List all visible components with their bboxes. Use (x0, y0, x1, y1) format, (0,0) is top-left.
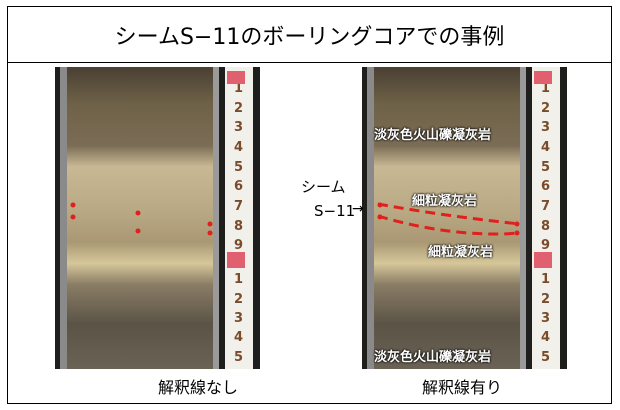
label-fine-tuff-upper: 細粒凝灰岩 (412, 194, 478, 209)
svg-text:2: 2 (541, 101, 550, 116)
caption-left: 解釈線なし (157, 378, 238, 397)
svg-text:4: 4 (234, 330, 243, 345)
core-photo-right: 1 2 3 4 5 6 7 8 9 1 2 3 4 5 淡灰色火山礫凝灰岩 細粒凝灰岩 細粒凝… (362, 67, 567, 369)
svg-text:8: 8 (234, 219, 243, 234)
svg-text:4: 4 (541, 330, 550, 345)
label-fine-tuff-lower: 細粒凝灰岩 (428, 245, 494, 260)
seam-label-line1: シーム (301, 178, 346, 196)
svg-text:3: 3 (541, 311, 550, 326)
svg-text:2: 2 (541, 292, 550, 307)
interpretation-line-upper (377, 202, 521, 226)
svg-text:5: 5 (541, 350, 550, 365)
svg-text:3: 3 (541, 120, 550, 135)
svg-text:7: 7 (541, 199, 550, 214)
svg-text:5: 5 (541, 160, 550, 175)
seam-arrow-icon: → (352, 201, 364, 217)
svg-text:2: 2 (234, 101, 243, 116)
svg-text:9: 9 (541, 238, 550, 253)
caption-right: 解釈線有り (421, 378, 502, 397)
core-photo-left: 1 2 3 4 5 6 7 8 9 1 2 3 4 5 (55, 67, 260, 369)
svg-text:1: 1 (234, 272, 243, 287)
svg-text:4: 4 (541, 140, 550, 155)
svg-text:6: 6 (234, 179, 243, 194)
svg-text:6: 6 (541, 179, 550, 194)
svg-text:3: 3 (234, 311, 243, 326)
svg-text:5: 5 (234, 350, 243, 365)
svg-text:4: 4 (234, 140, 243, 155)
svg-text:5: 5 (234, 160, 243, 175)
label-lower-rock: 淡灰色火山礫凝灰岩 (374, 350, 492, 365)
page-title: シームS−11のボーリングコアでの事例 (7, 6, 612, 63)
label-upper-rock: 淡灰色火山礫凝灰岩 (374, 128, 492, 143)
ruler-mark: 1 (234, 81, 243, 96)
svg-text:1: 1 (541, 81, 550, 96)
svg-text:9: 9 (234, 238, 243, 253)
svg-text:1: 1 (541, 272, 550, 287)
core-dots (70, 202, 213, 236)
svg-text:8: 8 (541, 219, 550, 234)
seam-label-line2: S−11 (314, 202, 356, 220)
interpretation-line-lower (377, 214, 521, 236)
svg-text:3: 3 (234, 120, 243, 135)
svg-text:2: 2 (234, 292, 243, 307)
svg-text:7: 7 (234, 199, 243, 214)
